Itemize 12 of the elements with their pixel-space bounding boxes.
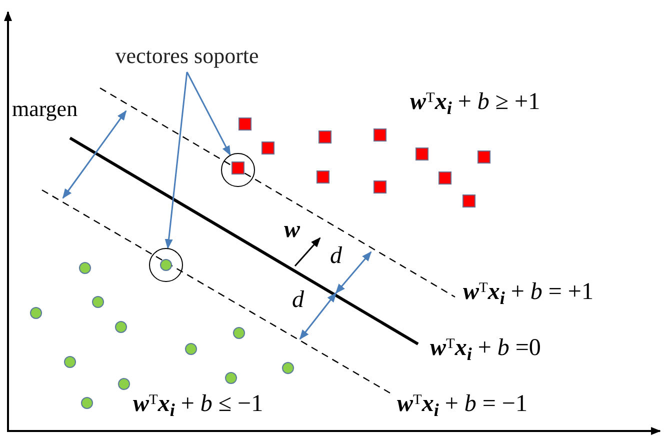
math-label: w$^{T}$x$_{i}$ + b =0 [430, 336, 541, 360]
math-label: w$^{T}$x$_{i}$ + b ≥ +1 [410, 90, 540, 114]
math-label: w$^{T}$x$_{i}$ + b ≤ −1 [133, 392, 264, 416]
arrow [164, 72, 188, 250]
math-label: margen [12, 98, 78, 120]
math-label: w$^{T}$x$_{i}$ + b = +1 [463, 280, 594, 304]
math-label: d [292, 288, 304, 312]
math-label: d [330, 244, 342, 268]
callout-text: vectores soporte [72, 40, 302, 72]
math-label: w [284, 218, 300, 242]
math-label: w$^{T}$x$_{i}$ + b = −1 [397, 392, 528, 416]
arrow [186, 72, 231, 156]
